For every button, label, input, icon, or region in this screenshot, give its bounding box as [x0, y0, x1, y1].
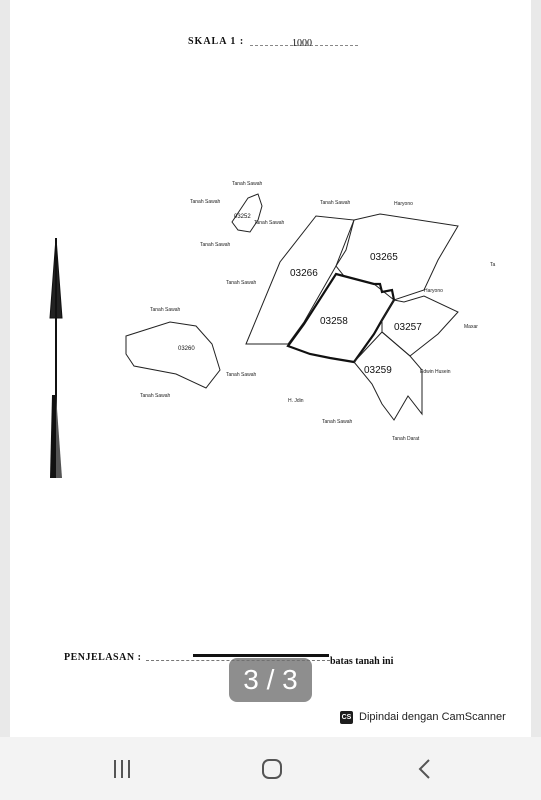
- system-navigation-bar: [0, 737, 541, 800]
- neighbor-label: Tanah Sawah: [226, 280, 257, 286]
- parcel-outline-03257: [381, 295, 459, 357]
- neighbor-label: Ta: [490, 262, 496, 268]
- neighbor-label: Haryono: [424, 288, 443, 294]
- recent-apps-button[interactable]: [92, 737, 152, 800]
- parcel-id-03266: 03266: [290, 268, 318, 279]
- neighbor-label: H. Jdin: [288, 398, 304, 404]
- scale-label: SKALA 1 :: [188, 36, 245, 47]
- scanned-page: SKALA 1 : 1000: [10, 0, 531, 737]
- neighbor-label: Haryono: [394, 201, 413, 207]
- parcel-outline-03258: [286, 272, 396, 364]
- camscanner-watermark: CS Dipindai dengan CamScanner: [332, 706, 520, 728]
- neighbor-label: Maxar: [464, 324, 478, 330]
- neighbor-label: Tanah Sawah: [320, 200, 351, 206]
- parcel-outline-03266: [245, 215, 355, 345]
- document-viewer[interactable]: SKALA 1 : 1000: [0, 0, 541, 737]
- parcel-id-03258: 03258: [320, 316, 348, 327]
- parcel-outline-03252: [231, 193, 263, 233]
- scale-value: 1000: [292, 38, 312, 49]
- recent-apps-icon: [114, 759, 130, 778]
- legend-label: PENJELASAN :: [64, 652, 142, 663]
- parcel-id-03257: 03257: [394, 322, 422, 333]
- parcel-id-03259: 03259: [364, 365, 392, 376]
- neighbor-label: Tanah Sawah: [200, 242, 231, 248]
- parcel-outline-03259: [353, 331, 423, 421]
- home-icon: [262, 758, 282, 779]
- parcel-id-03265: 03265: [370, 252, 398, 263]
- watermark-text: Dipindai dengan CamScanner: [359, 711, 506, 723]
- neighbor-label: Tanah Sawah: [190, 199, 221, 205]
- neighbor-label: Tanah Sawah: [150, 307, 181, 313]
- neighbor-label: Tanah Sawah: [232, 181, 263, 187]
- neighbor-label: Tanah Sawah: [322, 419, 353, 425]
- parcel-map: 03265 03266 03258 03257 03259 03260 0325…: [49, 181, 496, 478]
- back-icon: [418, 758, 430, 779]
- parcel-outline-03265: [335, 213, 459, 301]
- parcel-id-03252: 03252: [234, 214, 251, 220]
- legend-boundary-line: [193, 654, 329, 657]
- neighbor-label: Edwin Husein: [420, 369, 451, 375]
- neighbor-label: Tanah Sawah: [254, 220, 285, 226]
- page-counter: 3 / 3: [229, 658, 312, 702]
- parcel-outline-03260: [125, 321, 221, 389]
- camscanner-logo-icon: CS: [340, 710, 353, 724]
- neighbor-label: Tanah Darat: [392, 436, 420, 442]
- home-button[interactable]: [242, 737, 302, 800]
- legend-text: batas tanah ini: [330, 656, 394, 667]
- parcel-id-03260: 03260: [178, 346, 195, 352]
- neighbor-label: Tanah Sawah: [140, 393, 171, 399]
- north-arrow-icon: [49, 237, 63, 478]
- scale-dotted-line: [250, 45, 358, 46]
- neighbor-label: Tanah Sawah: [226, 372, 257, 378]
- back-button[interactable]: [395, 737, 455, 800]
